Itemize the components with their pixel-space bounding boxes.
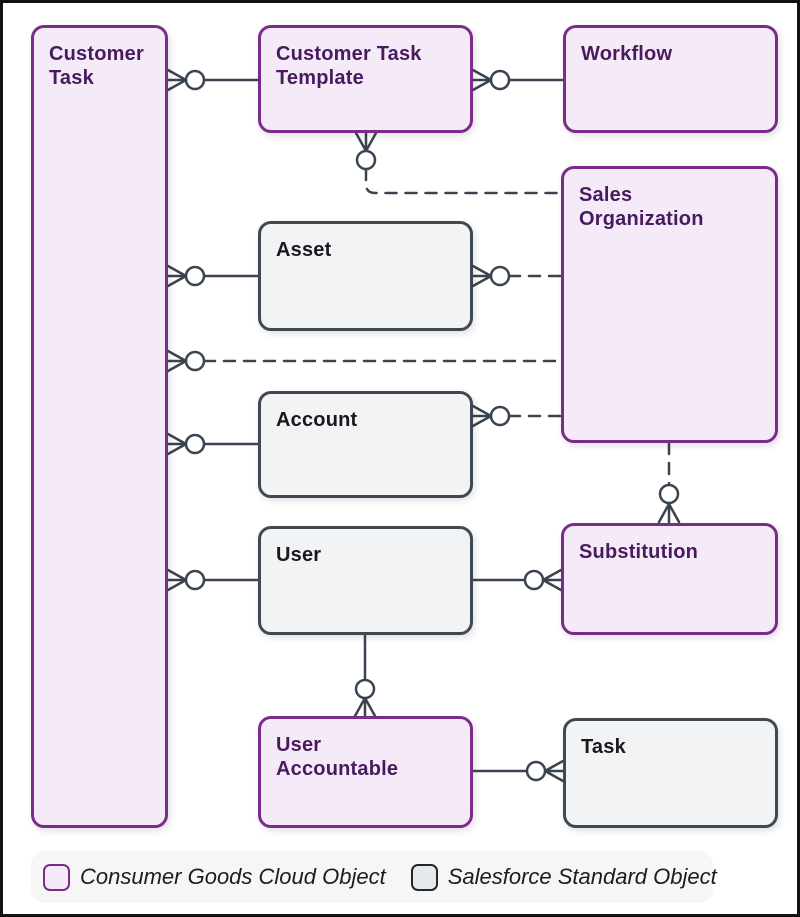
legend: Consumer Goods Cloud Object Salesforce S… (31, 851, 717, 903)
entity-user: User (258, 526, 473, 635)
entity-label-sales-organization: Sales Organization (579, 184, 704, 230)
entity-customer-task: Customer Task (31, 25, 168, 828)
entity-label-workflow: Workflow (581, 43, 673, 65)
connector-user--user-accountable (353, 633, 377, 718)
legend-label-consumer-goods-cloud: Consumer Goods Cloud Object (80, 864, 386, 889)
entity-workflow: Workflow (563, 25, 778, 133)
entity-customer-task-template: Customer Task Template (258, 25, 473, 133)
connector-sales-organization--substitution (657, 441, 681, 524)
connector-user-accountable--task (471, 759, 565, 783)
entity-label-asset: Asset (276, 239, 332, 261)
legend-swatch-consumer-goods-cloud (43, 863, 70, 891)
entity-account: Account (258, 391, 473, 498)
connector-account--sales-organization (471, 404, 563, 428)
entity-user-accountable: User Accountable (258, 716, 473, 828)
connector-asset--sales-organization (471, 264, 563, 288)
entity-asset: Asset (258, 221, 473, 331)
entity-label-task: Task (581, 736, 626, 758)
legend-swatch-salesforce-standard (410, 863, 438, 891)
entity-label-substitution: Substitution (579, 541, 699, 563)
entity-task: Task (563, 718, 778, 828)
entity-label-user: User (276, 544, 322, 566)
legend-label-salesforce-standard: Salesforce Standard Object (447, 864, 717, 889)
connector-customer-task-template--sales-organization (354, 131, 563, 195)
entity-label-user-accountable: User Accountable (276, 734, 399, 780)
entity-substitution: Substitution (561, 523, 778, 635)
connector-customer-task--account (166, 432, 260, 456)
entity-label-account: Account (276, 409, 358, 431)
connector-customer-task--asset (166, 264, 260, 288)
connector-customer-task--customer-task-template (166, 68, 260, 92)
connector-customer-task--user (166, 568, 260, 592)
entity-label-customer-task: Customer Task (49, 43, 144, 89)
entity-label-customer-task-template: Customer Task Template (276, 43, 422, 89)
connector-customer-task-template--workflow (471, 68, 565, 92)
connector-customer-task--sales-organization (166, 349, 563, 373)
entity-sales-organization: Sales Organization (561, 166, 778, 443)
connector-user--substitution (471, 568, 563, 592)
